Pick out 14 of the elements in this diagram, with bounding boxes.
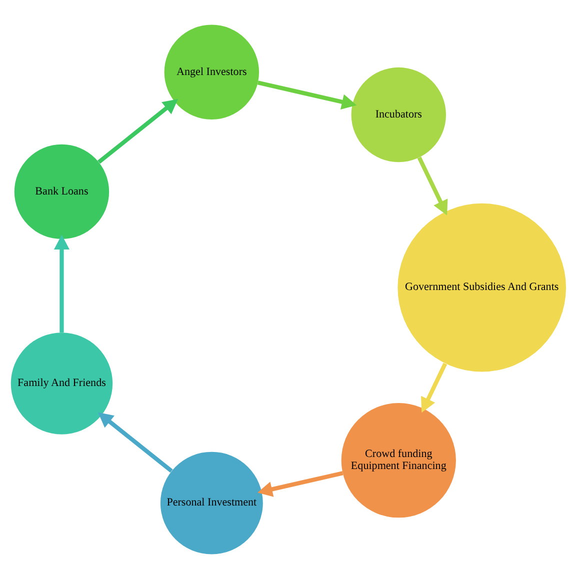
arrow xyxy=(417,156,448,215)
node-circle: Crowd funding Equipment Financing xyxy=(341,402,456,518)
arrow xyxy=(257,80,357,109)
arrow xyxy=(257,470,344,496)
node-circle: Angel Investors xyxy=(164,24,260,119)
node-circle: Bank Loans xyxy=(14,144,110,239)
node-circle: Government Subsidies And Grants xyxy=(398,202,566,372)
arrow xyxy=(54,234,70,332)
node-circle: Personal Investment xyxy=(160,451,263,554)
node-circle: Incubators xyxy=(351,66,446,162)
arrow xyxy=(98,98,178,164)
node-circle: Family And Friends xyxy=(10,332,113,434)
arrow xyxy=(421,362,448,412)
arrow xyxy=(98,412,173,472)
